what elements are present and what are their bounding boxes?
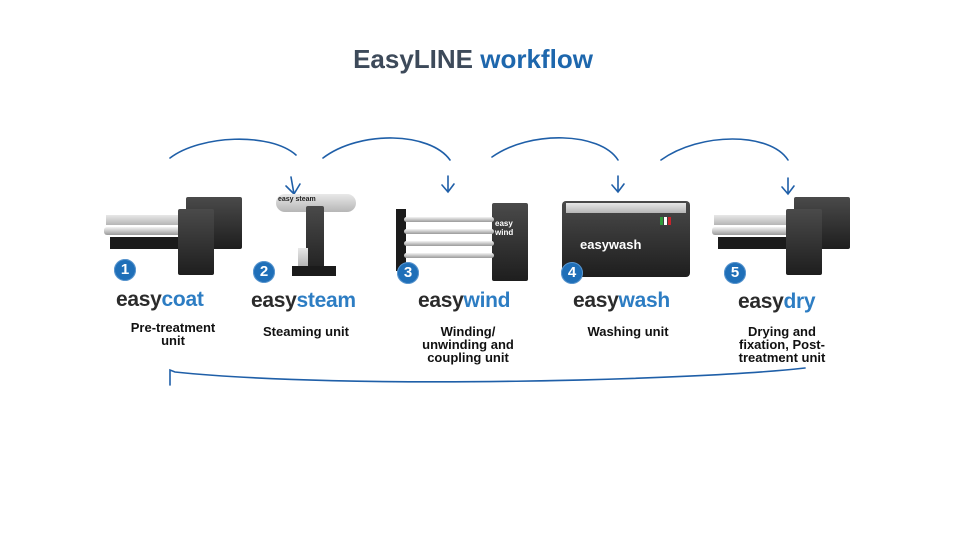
step-badge-5: 5 [724, 262, 746, 284]
arrowhead-2-to-3 [441, 175, 455, 194]
arrow-4-to-5 [660, 138, 789, 161]
step-badge-2: 2 [253, 261, 275, 283]
step-badge-4: 4 [561, 262, 583, 284]
easydry-machine-image [712, 197, 852, 277]
easydry-logo: easydry [738, 290, 816, 313]
easywind-machine-image: easy wind [396, 203, 529, 283]
step-badge-1: 1 [114, 259, 136, 281]
easywind-description: Winding/ unwinding and coupling unit [422, 324, 514, 365]
return-loop-arrow [169, 367, 806, 386]
easysteam-description: Steaming unit [263, 324, 349, 339]
page-title: EasyLINE workflow [0, 44, 946, 75]
arrow-3-to-4 [491, 137, 619, 161]
title-part-workflow: workflow [480, 44, 593, 74]
easywash-logo: easywash [573, 289, 670, 312]
arrowhead-3-to-4 [611, 175, 625, 194]
step-badge-3: 3 [397, 262, 419, 284]
easysteam-logo: easysteam [251, 289, 356, 312]
easywash-description: Washing unit [587, 324, 669, 339]
easydry-description: Drying and fixation, Post-treatment unit [738, 324, 826, 365]
easycoat-machine-image [104, 197, 244, 277]
arrowhead-4-to-5 [781, 177, 795, 196]
easywind-logo: easywind [418, 289, 511, 312]
easywash-machine-image: easywash [562, 197, 692, 279]
easycoat-logo: easycoat [116, 288, 204, 311]
easycoat-description: Pre-treatment unit [130, 320, 216, 348]
arrow-2-to-3 [322, 137, 451, 161]
easysteam-machine-image: easy steam [268, 190, 363, 280]
title-part-easyline: EasyLINE [353, 44, 474, 74]
arrow-1-to-2 [169, 138, 297, 159]
